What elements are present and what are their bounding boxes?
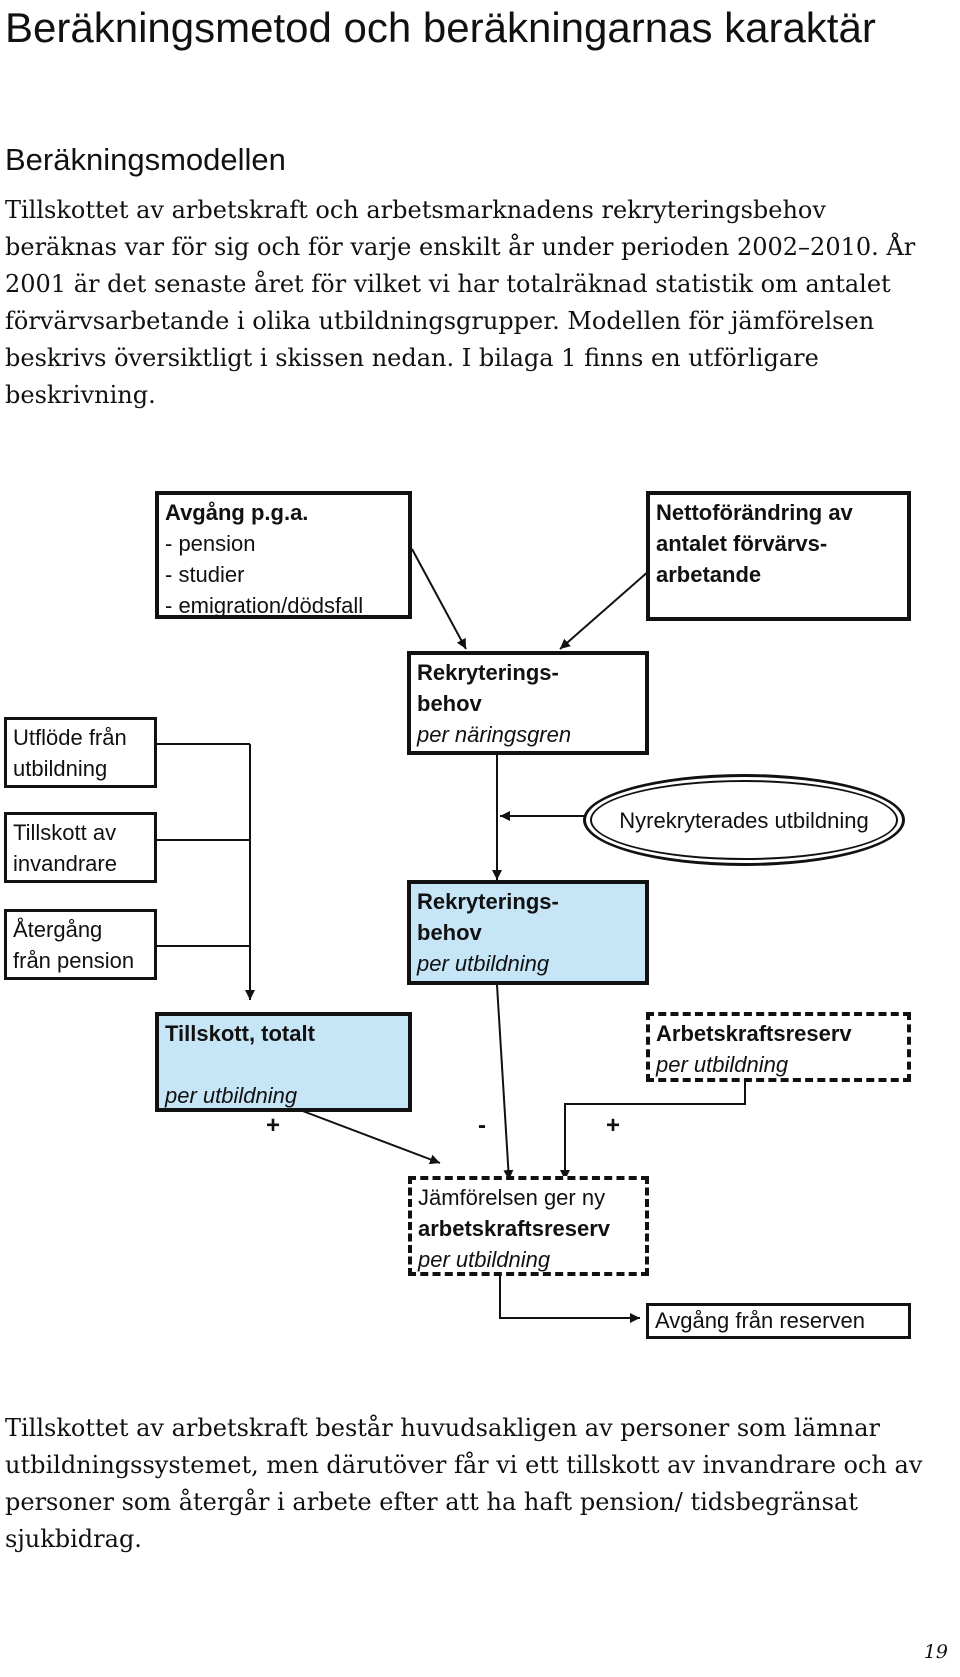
netto-line: Nettoförändring av bbox=[656, 500, 853, 525]
invandrare-line: invandrare bbox=[13, 851, 117, 876]
atergang-line: från pension bbox=[13, 948, 135, 973]
sign-minus: - bbox=[478, 1112, 486, 1139]
avgang-title: Avgång p.g.a. bbox=[165, 500, 309, 525]
page-number: 19 bbox=[923, 1641, 948, 1663]
netto-line: antalet förvärvs- bbox=[656, 531, 828, 556]
rekr-naring-line: Rekryterings- bbox=[417, 660, 559, 685]
jamforelse-box: Jämförelsen ger ny arbetskraftsreserv pe… bbox=[408, 1176, 649, 1276]
utflode-box: Utflöde från utbildning bbox=[4, 717, 157, 788]
atergang-line: Återgång bbox=[13, 917, 103, 942]
reserv-title: Arbetskraftsreserv bbox=[656, 1021, 852, 1046]
nyrekryterade-ellipse: Nyrekryterades utbildning bbox=[583, 774, 905, 866]
reserv-box: Arbetskraftsreserv per utbildning bbox=[646, 1012, 911, 1082]
invandrare-line: Tillskott av bbox=[13, 820, 117, 845]
avgang-item: - emigration/dödsfall bbox=[165, 593, 364, 618]
avgang-box: Avgång p.g.a. - pension - studier - emig… bbox=[155, 491, 412, 619]
outro-paragraph: Tillskottet av arbetskraft består huvuds… bbox=[5, 1414, 923, 1553]
netto-line: arbetande bbox=[656, 562, 762, 587]
netto-box: Nettoförändring av antalet förvärvs- arb… bbox=[646, 491, 911, 621]
utflode-line: utbildning bbox=[13, 756, 108, 781]
arrow-tillskott-to-jamforelse bbox=[299, 1109, 441, 1165]
tillskott-spacer bbox=[165, 1049, 402, 1080]
arrow-avgang-to-rekr bbox=[411, 548, 467, 650]
avgang-item: - pension bbox=[165, 531, 256, 556]
jamforelse-line: Jämförelsen ger ny bbox=[418, 1185, 606, 1210]
arrow-rekr-utb-to-jamforelse bbox=[496, 984, 514, 1181]
jamforelse-line: arbetskraftsreserv bbox=[418, 1216, 611, 1241]
invandrare-box: Tillskott av invandrare bbox=[4, 812, 157, 883]
nyrekryterade-line: Nyrekryterades utbildning bbox=[619, 807, 869, 833]
sign-plus-left: + bbox=[266, 1112, 281, 1139]
section-heading: Beräkningsmodellen bbox=[5, 142, 286, 177]
arrow-netto-to-rekr bbox=[559, 569, 651, 650]
jamforelse-sub: per utbildning bbox=[418, 1247, 551, 1272]
tillskott-totalt-box: Tillskott, totalt per utbildning bbox=[155, 1012, 412, 1112]
arrow-jamforelse-to-avgang-reserv bbox=[499, 1275, 640, 1323]
intro-paragraph: Tillskottet av arbetskraft och arbetsmar… bbox=[5, 196, 916, 409]
rekr-utb-line: Rekryterings- bbox=[417, 889, 559, 914]
rekr-utb-line: behov bbox=[417, 920, 482, 945]
page-heading: Beräkningsmetod och beräkningarnas karak… bbox=[5, 4, 876, 51]
avgang-item: - studier bbox=[165, 562, 245, 587]
reserv-sub: per utbildning bbox=[656, 1052, 789, 1077]
rekr-utb-sub: per utbildning bbox=[417, 951, 550, 976]
avgang-reserv-box: Avgång från reserven bbox=[646, 1303, 911, 1339]
rekr-naring-line: behov bbox=[417, 691, 482, 716]
sign-plus-right: + bbox=[606, 1112, 621, 1139]
avgang-reserv-label: Avgång från reserven bbox=[655, 1308, 865, 1333]
tillskott-sub: per utbildning bbox=[165, 1083, 298, 1108]
utflode-line: Utflöde från bbox=[13, 725, 127, 750]
tillskott-title: Tillskott, totalt bbox=[165, 1021, 315, 1046]
rekr-naring-box: Rekryterings- behov per näringsgren bbox=[407, 651, 649, 755]
rekr-utb-box: Rekryterings- behov per utbildning bbox=[407, 880, 649, 985]
atergang-box: Återgång från pension bbox=[4, 909, 157, 980]
rekr-naring-sub: per näringsgren bbox=[417, 722, 572, 747]
arrow-reserv-to-jamforelse bbox=[560, 1077, 746, 1180]
